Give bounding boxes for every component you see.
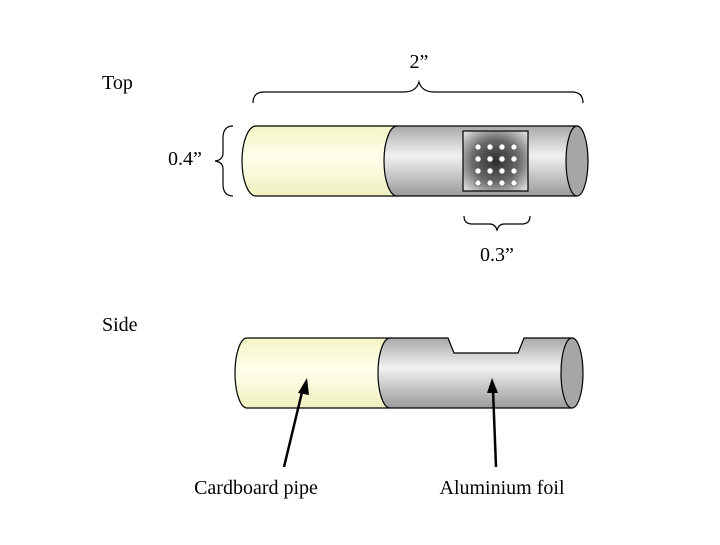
- perforation-dot: [510, 143, 518, 151]
- diameter-label: 0.4”: [168, 148, 202, 170]
- perforation-dot: [498, 155, 506, 163]
- perforation-dot: [486, 167, 494, 175]
- cardboard-section-top: [241, 125, 398, 197]
- perforation-dot: [474, 179, 482, 187]
- top-view-label: Top: [102, 72, 133, 94]
- perforation-dot: [510, 179, 518, 187]
- perforation-dot: [486, 179, 494, 187]
- hole-width-brace: [463, 215, 531, 232]
- length-brace: [252, 79, 584, 104]
- foil-arrowhead: [487, 378, 498, 393]
- perforation-dots: [474, 143, 518, 187]
- perforated-hole: [462, 130, 529, 192]
- pipe-end-cap-side: [560, 337, 584, 409]
- perforation-dot: [498, 179, 506, 187]
- perforation-dot: [498, 167, 506, 175]
- perforation-dot: [474, 167, 482, 175]
- foil-section-side: [377, 337, 573, 409]
- diameter-brace: [214, 125, 234, 197]
- perforation-dot: [498, 143, 506, 151]
- cardboard-pipe-label: Cardboard pipe: [194, 477, 318, 499]
- perforation-dot: [510, 167, 518, 175]
- perforation-dot: [486, 143, 494, 151]
- side-view-label: Side: [102, 314, 138, 336]
- length-label: 2”: [410, 51, 429, 73]
- aluminium-foil-label: Aluminium foil: [440, 477, 565, 499]
- cardboard-pointer-arrow: [282, 387, 305, 468]
- cardboard-arrowhead: [298, 378, 309, 395]
- foil-pointer-arrow: [491, 389, 498, 468]
- perforation-dot: [474, 143, 482, 151]
- hole-width-label: 0.3”: [480, 244, 514, 266]
- perforation-dot: [510, 155, 518, 163]
- perforation-dot: [486, 155, 494, 163]
- pipe-end-cap-top: [565, 125, 589, 197]
- perforation-dot: [474, 155, 482, 163]
- cardboard-section-side: [234, 337, 391, 409]
